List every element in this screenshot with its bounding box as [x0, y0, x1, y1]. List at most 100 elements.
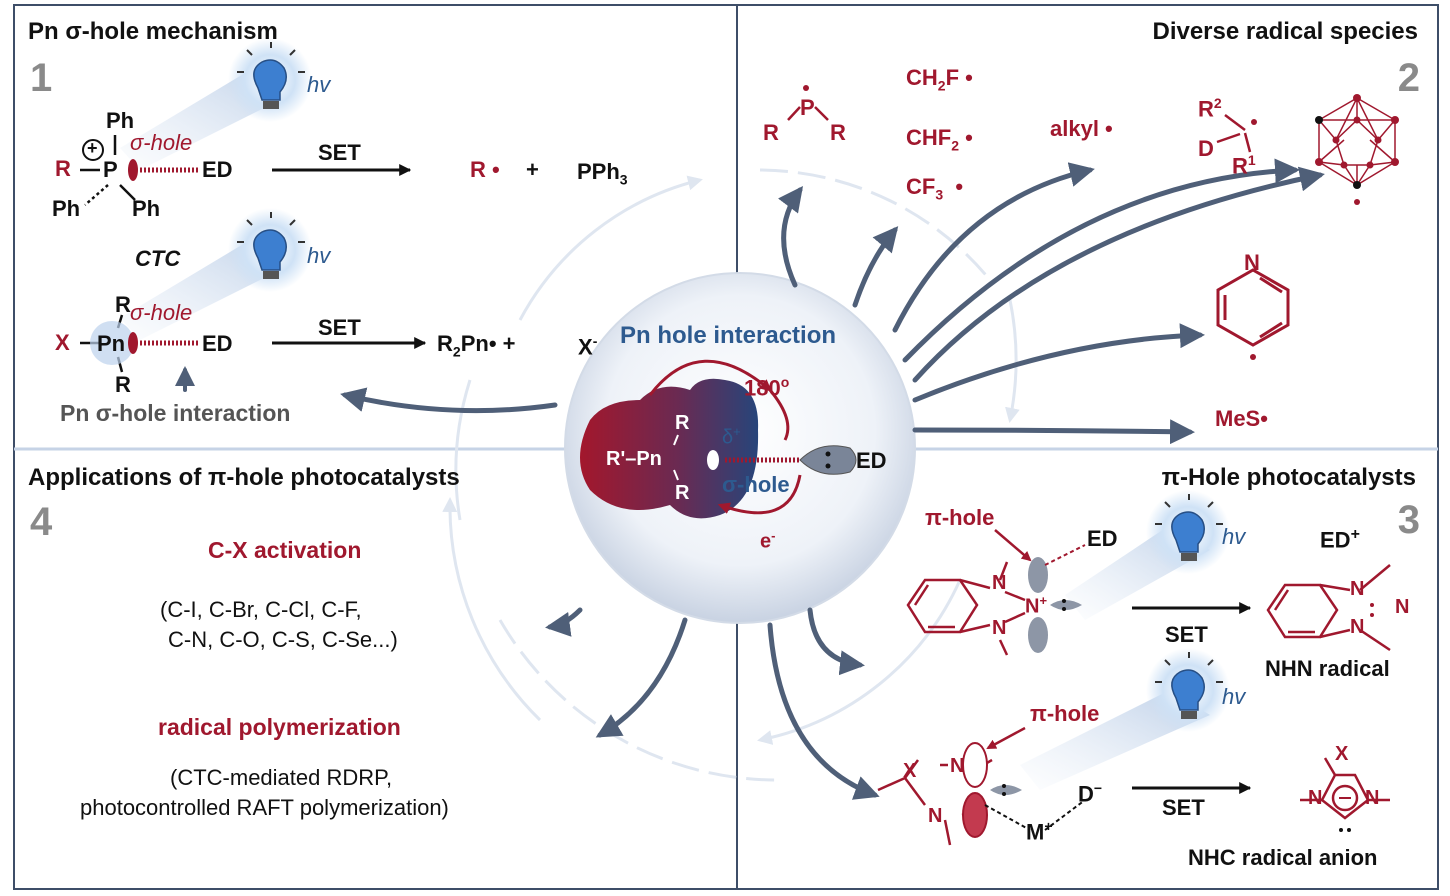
panel4-title: Applications of π-hole photocatalysts	[28, 464, 460, 491]
carborane-cluster-icon	[1318, 97, 1396, 186]
panel3-number: 3	[1397, 498, 1420, 542]
panel1-number: 1	[30, 56, 53, 100]
n3-label: N	[992, 617, 1007, 639]
ed-lobe	[799, 445, 857, 475]
center-r-top: R	[675, 412, 690, 434]
ph-left-label: Ph	[52, 196, 81, 221]
radical-polymerization-line2: photocontrolled RAFT polymerization)	[80, 795, 449, 820]
nhc-n2: N	[928, 805, 943, 827]
phosphinyl-p: P	[800, 95, 815, 120]
nhn-n2: N	[1395, 596, 1410, 618]
hv-label: hv	[1222, 684, 1246, 709]
mes-radical: MeS•	[1215, 406, 1268, 431]
plus-circle	[82, 139, 104, 161]
ctc-label: CTC	[135, 246, 181, 271]
pyridine-ring	[1216, 268, 1290, 347]
nhn-radical-label: NHN radical	[1265, 656, 1390, 681]
outer-frame	[13, 4, 1439, 890]
pn-highlight	[90, 321, 134, 365]
cf3-radical: CF3 •	[906, 174, 964, 203]
pn-blob	[580, 378, 759, 519]
nhc-anion-n1: N	[1308, 787, 1323, 809]
pyridine-n: N	[1244, 250, 1260, 275]
pn-hole-interaction-label: Pn hole interaction	[620, 322, 837, 349]
nhn-n3: N	[1350, 616, 1365, 638]
nhc-anion-n2: N	[1365, 787, 1380, 809]
electron-arc	[717, 474, 802, 515]
r1r2-bonds	[1216, 114, 1252, 153]
set-label: SET	[1162, 795, 1205, 820]
d-minus-label: D−	[1078, 780, 1103, 807]
electron-label: e-	[760, 528, 776, 553]
chf2-radical: CHF2 •	[906, 125, 973, 154]
bulb-icon	[1146, 648, 1230, 732]
x-label: X	[55, 330, 70, 355]
ed-label: ED	[202, 331, 233, 356]
radical-polymerization-title: radical polymerization	[158, 714, 401, 740]
ed-plus-label: ED+	[1320, 526, 1360, 553]
center-sigma-hole	[707, 450, 719, 470]
x-minus-product: X-	[578, 333, 598, 360]
nhc-anion-x: X	[1335, 743, 1349, 765]
pi-hole-label: π-hole	[1030, 701, 1100, 726]
pph3-product: PPh3	[577, 159, 628, 188]
nhn-radical-ring	[1266, 564, 1391, 652]
r-top-label: R	[115, 292, 131, 317]
pi-hole-label: π-hole	[925, 505, 995, 530]
nhc-x: X	[903, 760, 917, 782]
r2pn-product: R2Pn• +	[437, 331, 516, 360]
cx-activation-title: C-X activation	[208, 537, 362, 563]
plus-sign: +	[526, 157, 539, 182]
angle-arc-end	[768, 389, 790, 441]
center-rprime-pn: R'–Pn	[606, 448, 662, 470]
ed-label: ED	[1087, 526, 1118, 551]
plus-label: +	[87, 138, 98, 158]
p-orbital	[1028, 557, 1048, 653]
angle-label: 180o	[744, 374, 790, 401]
nhn-n1: N	[1350, 578, 1365, 600]
n1-label: N	[992, 572, 1007, 594]
delta-label: δ+	[722, 424, 741, 449]
product-radical: R •	[470, 157, 500, 182]
angle-arc	[648, 359, 772, 396]
sigma-hole-lobe	[128, 159, 138, 181]
bulb-icon	[1146, 490, 1230, 574]
benzotriazolium-ring	[906, 561, 1026, 656]
cx-activation-line1: (C-I, C-Br, C-Cl, C-F,	[160, 597, 362, 622]
radical-polymerization-line1: (CTC-mediated RDRP,	[170, 765, 393, 790]
center-sigma-hole-label: σ-hole	[722, 472, 790, 497]
ph-right-label: Ph	[132, 196, 161, 221]
panel4-number: 4	[30, 500, 53, 544]
center-ed: ED	[856, 448, 887, 473]
r-bottom-label: R	[115, 372, 131, 397]
nhc-n1: N	[950, 755, 965, 777]
alkyl-radical: alkyl •	[1050, 116, 1113, 141]
panel2-number: 2	[1397, 56, 1420, 100]
carborane-atoms	[1315, 94, 1399, 189]
panel2-title: Diverse radical species	[1152, 18, 1418, 45]
r-label: R	[55, 156, 71, 181]
pi-hole-pointer	[986, 726, 1026, 750]
panel1-title: Pn σ-hole mechanism	[28, 18, 278, 45]
r2-label: R2	[1198, 95, 1222, 122]
hv-label: hv	[1222, 524, 1246, 549]
ed-label: ED	[202, 157, 233, 182]
sigma-hole-lobe	[128, 332, 138, 354]
p-label: P	[103, 157, 118, 182]
sigma-hole-label: σ-hole	[130, 130, 193, 155]
bulb-icon	[228, 208, 312, 292]
sigma-hole-label: σ-hole	[130, 300, 193, 325]
set-label: SET	[1165, 622, 1208, 647]
ch2f-radical: CH2F •	[906, 65, 973, 94]
nhc-radical-anion-ring	[1300, 757, 1390, 820]
ph-top-label: Ph	[106, 108, 135, 133]
d-label: D	[1198, 136, 1214, 161]
center-r-bottom: R	[675, 482, 690, 504]
hv-label: hv	[307, 72, 331, 97]
radical-dot	[803, 85, 809, 91]
pn-label: Pn	[97, 331, 126, 356]
set-label: SET	[318, 315, 361, 340]
panel3-title: π-Hole photocatalysts	[1161, 464, 1416, 491]
p-orbital	[962, 742, 988, 838]
